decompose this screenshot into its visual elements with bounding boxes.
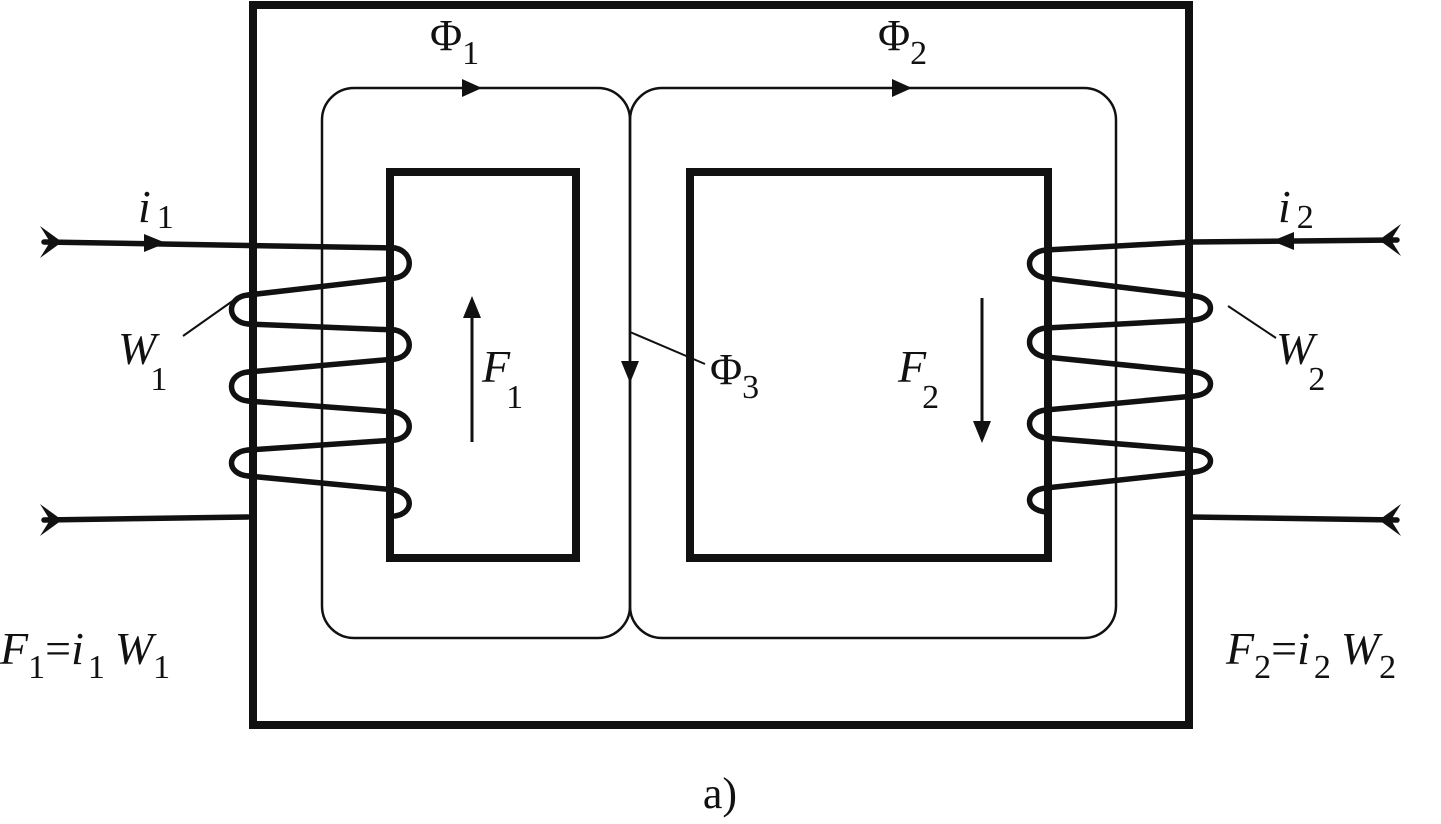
phi3-arrowhead [621,361,639,383]
phi2-arrowhead [892,79,912,97]
core-outer-boundary [249,1,1193,729]
winding-w2 [1026,237,1400,523]
i2-arrowhead [1272,232,1294,250]
phi2-label: Φ2 [878,11,927,72]
phi3-label: Φ3 [710,345,759,406]
phi3-leader-line [629,331,706,365]
f2-arrowhead [973,421,991,443]
phi1-arrowhead [462,79,482,97]
w1-leader-line [182,299,235,337]
figure-caption: a) [703,769,737,818]
w2-leader-line [1227,305,1277,339]
terminal-markers [40,224,1401,536]
phi1-label: Φ1 [430,11,479,72]
winding-w1 [41,239,412,523]
core-window-left [386,168,580,562]
i1-arrowhead [144,234,166,252]
f1-arrowhead [463,296,481,318]
core-window-right [686,168,1052,562]
